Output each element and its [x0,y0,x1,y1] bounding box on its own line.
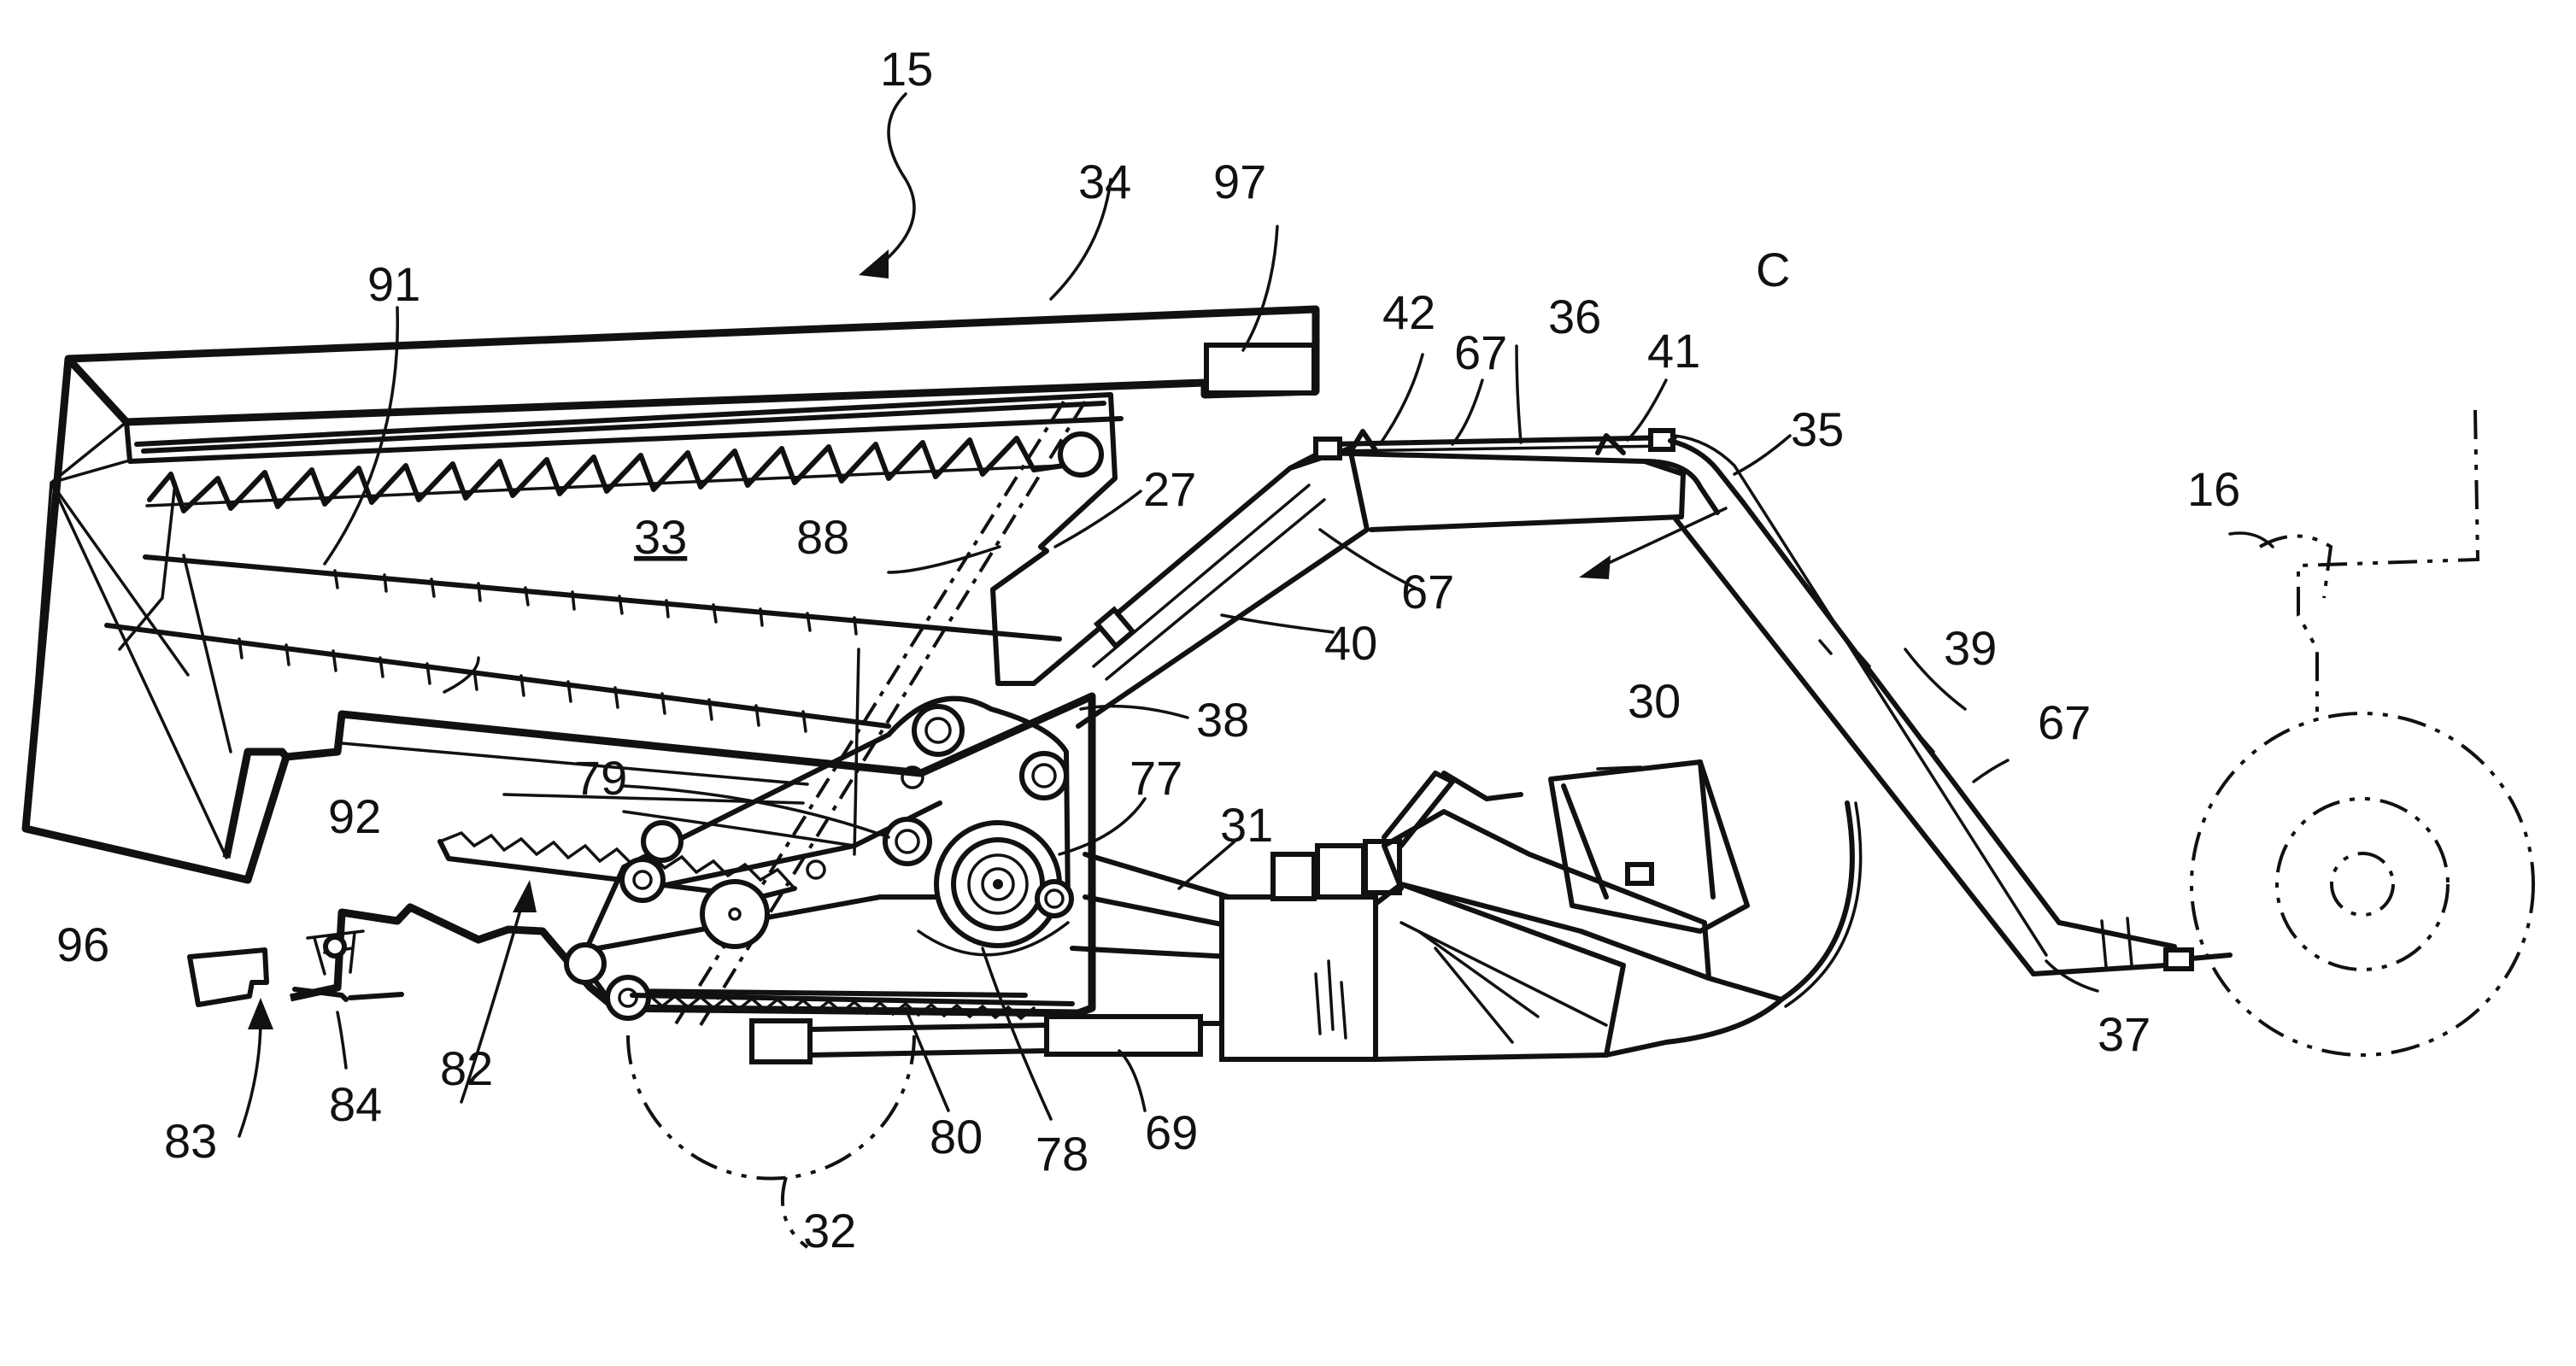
ref-39: 39 [1944,621,1997,675]
ref-79: 79 [574,751,627,805]
arrow-83-head [248,998,273,1029]
ref-67c: 67 [2038,695,2091,749]
arrow-15-head [859,249,889,278]
ref-80: 80 [930,1110,983,1164]
ref-78: 78 [1036,1127,1088,1181]
ref-16: 16 [2187,462,2240,516]
ref-83: 83 [164,1114,217,1168]
ref-37: 37 [2098,1007,2151,1061]
tractor-phantom [2192,410,2533,1055]
ref-77: 77 [1130,751,1182,805]
ref-42: 42 [1382,285,1435,339]
baler-housing [26,309,1316,1247]
ref-15: 15 [880,42,933,96]
ref-67b: 67 [1401,565,1454,619]
ref-31: 31 [1220,798,1273,852]
ref-92: 92 [328,789,381,843]
arrows [239,94,1726,1136]
ref-33: 33 [634,510,687,564]
reference-numerals: 15 34 97 91 42 67 36 41 C 35 16 27 33 88… [56,42,2240,1258]
ref-27: 27 [1143,462,1196,516]
ref-38: 38 [1196,693,1249,747]
ref-C: C [1756,243,1790,296]
ref-67a: 67 [1454,325,1507,379]
ref-32: 32 [803,1204,856,1258]
ref-41: 41 [1647,324,1700,378]
ref-30: 30 [1628,674,1681,728]
ref-82: 82 [440,1041,493,1095]
arrow-C-head [1579,555,1611,579]
ref-84: 84 [329,1077,382,1131]
ref-40: 40 [1324,616,1377,670]
ref-69: 69 [1145,1105,1198,1159]
ref-91: 91 [367,257,420,311]
ref-97: 97 [1213,155,1266,208]
ref-34: 34 [1078,155,1131,208]
ref-96: 96 [56,918,109,971]
arrow-82-head [513,880,537,912]
ref-35: 35 [1791,402,1844,456]
ref-36: 36 [1548,290,1601,343]
ref-88: 88 [796,510,849,564]
